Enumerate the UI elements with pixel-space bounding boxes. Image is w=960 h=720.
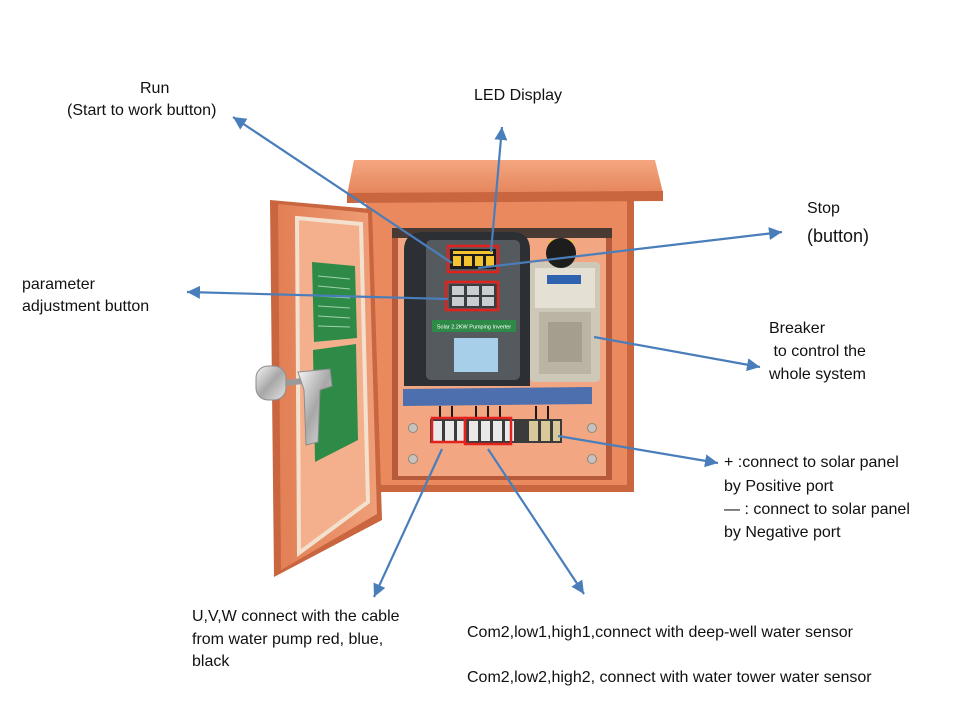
door-label-instructions [312, 262, 357, 342]
stop-description: (button) [807, 226, 870, 246]
breaker-knob [546, 238, 576, 268]
terminal [445, 421, 454, 441]
deep-well-sensor-label: Com2,low1,high1,connect with deep-well w… [467, 624, 853, 641]
breaker-rating-label [547, 275, 581, 284]
breaker-label-line3: whole system [769, 366, 866, 383]
mounting-screws [408, 423, 597, 464]
enclosure-roof [347, 160, 663, 203]
terminal [541, 421, 550, 441]
uvw-arrow [373, 448, 443, 598]
terminal [433, 421, 442, 441]
sensor-arrow [487, 448, 585, 595]
solar-positive-port: by Positive port [724, 478, 834, 495]
keypad-button [452, 297, 464, 306]
run-arrow [232, 116, 453, 264]
led-display-label: LED Display [474, 87, 563, 104]
stop-label: Stop [807, 200, 840, 217]
highlight-sensor-terminals [463, 416, 513, 446]
breaker-arrow [593, 335, 761, 372]
terminal [505, 421, 514, 441]
solar-positive-label: + :connect to solar panel [724, 454, 899, 471]
parameter-label-line2: adjustment button [22, 298, 150, 315]
run-description: (Start to work button) [67, 102, 217, 119]
solar-ports-arrow [557, 434, 719, 468]
terminal-block [430, 419, 562, 443]
uvw-label-line3: black [192, 653, 230, 670]
terminal [481, 421, 490, 441]
solar-negative-label: — : connect to solar panel [724, 501, 910, 518]
water-tower-sensor-label: Com2,low2,high2, connect with water towe… [467, 669, 872, 686]
annotation-arrows [186, 116, 783, 598]
highlight-keypad [444, 280, 500, 312]
keypad [449, 284, 497, 308]
terminal [493, 421, 502, 441]
breaker [530, 238, 600, 382]
door-handle [255, 365, 333, 446]
terminal [469, 421, 478, 441]
parameter-arrow [186, 285, 449, 301]
uvw-label-line1: U,V,W connect with the cable [192, 608, 400, 625]
keypad-button [482, 286, 494, 295]
inverter-label: Solar 2.2KW Pumping Inverter [437, 325, 511, 331]
inverter-sticker [454, 338, 498, 372]
highlight-led-display [446, 244, 500, 274]
terminal [553, 421, 560, 441]
stop-arrow [477, 227, 783, 270]
keypad-button [482, 297, 494, 306]
keypad-button [467, 297, 479, 306]
solar-negative-port: by Negative port [724, 524, 841, 541]
breaker-label-line1: Breaker [769, 320, 826, 337]
uvw-label-line2: from water pump red, blue, [192, 631, 384, 648]
led-digits [453, 251, 494, 266]
din-rail [403, 387, 592, 406]
parameter-label-line1: parameter [22, 276, 95, 293]
inverter-label-strip [432, 320, 516, 332]
run-label: Run [140, 80, 170, 97]
keypad-button [452, 286, 464, 295]
breaker-label-line2: to control the [769, 343, 866, 360]
terminal [457, 421, 466, 441]
terminal [529, 421, 538, 441]
keypad-button [467, 286, 479, 295]
led-display-arrow [489, 126, 508, 253]
